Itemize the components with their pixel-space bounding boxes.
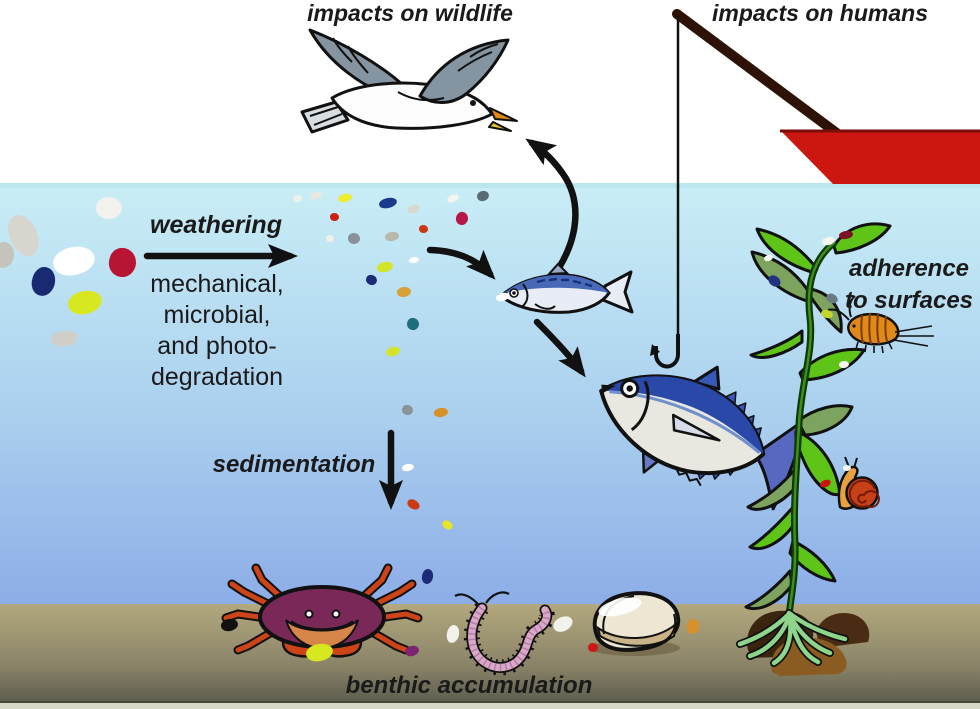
tuna — [599, 365, 808, 511]
weathering-mechanism-line: mechanical, — [150, 270, 284, 298]
gull-eye — [470, 100, 476, 106]
fish-to-tuna-arrow — [533, 318, 586, 378]
weathering-label: weathering — [150, 211, 282, 239]
adherence-to-surfaces-label: adherence to surfaces — [845, 253, 973, 317]
bristle-worm — [454, 591, 555, 676]
kelp-plant — [736, 222, 892, 676]
impacts-on-humans-label: impacts on humans — [712, 0, 928, 26]
weathering-mechanism-line: microbial, — [163, 301, 271, 329]
gull-beak — [489, 107, 518, 122]
fishing-rod — [650, 9, 851, 369]
amphipod — [827, 295, 934, 354]
kelp-holdfast-roots — [736, 609, 849, 667]
water-surface-line — [0, 183, 980, 188]
adherence-line: adherence — [848, 255, 970, 282]
snail — [837, 456, 880, 510]
benthic-accumulation-label: benthic accumulation — [345, 672, 593, 699]
fishing-boat — [780, 129, 980, 184]
particles-to-fish-arrow — [426, 246, 496, 280]
crab — [221, 563, 423, 658]
weathering-mechanisms-label: mechanical, microbial, and photo- degrad… — [150, 269, 283, 393]
weathering-mechanism-line: degradation — [150, 363, 284, 391]
weathering-mechanism-line: and photo- — [157, 332, 277, 360]
forage-fish — [497, 262, 634, 314]
sedimentation-label: sedimentation — [212, 451, 376, 478]
fish-to-gull-arrow — [525, 138, 579, 270]
crab-eye — [331, 609, 341, 619]
seafloor-bottom-strip — [0, 701, 980, 709]
crab-eye — [304, 609, 314, 619]
adherence-line: to surfaces — [844, 287, 974, 314]
clam — [590, 591, 681, 656]
impacts-on-wildlife-label: impacts on wildlife — [307, 0, 513, 26]
tuna-tail — [755, 417, 808, 511]
fishing-hook — [654, 334, 681, 369]
seagull — [300, 28, 518, 134]
